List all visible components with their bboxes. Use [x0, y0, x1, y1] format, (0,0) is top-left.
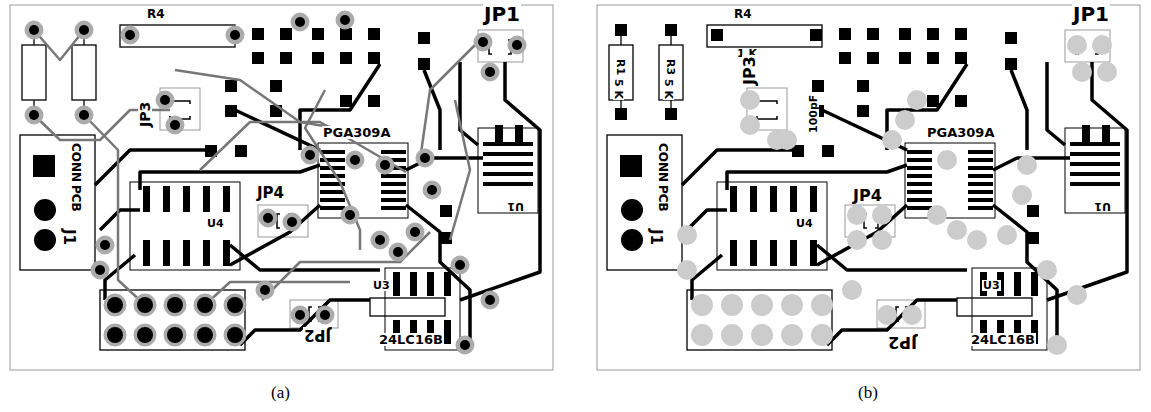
part-label: R3 — [665, 58, 676, 76]
ic-label: U1 — [1093, 201, 1112, 212]
jumper-label: JP3 — [138, 101, 152, 128]
ic-label: U3 — [372, 280, 391, 291]
jumper-label: JP4 — [256, 186, 285, 201]
part-label: R4 — [733, 8, 753, 20]
connector-label: CONN — [657, 142, 669, 183]
panel-a-board — [10, 5, 553, 370]
panel-b-board — [597, 5, 1140, 370]
jumper-label: JP3 — [742, 55, 758, 86]
panel-caption: (a) — [270, 384, 291, 401]
connector-label: PCB — [70, 184, 82, 213]
part-label: R4 — [146, 8, 166, 20]
jumper-label: JP1 — [1072, 4, 1110, 24]
panel-caption: (b) — [857, 384, 879, 401]
jumper-label: JP2 — [303, 327, 332, 342]
resistor-value: 5 K — [613, 78, 624, 100]
connector-label: PCB — [657, 184, 669, 213]
ic-label: 24LC16B — [378, 333, 444, 346]
ic-label: U1 — [506, 201, 525, 212]
part-value: 100pF — [808, 94, 819, 134]
ic-label: PGA309A — [926, 126, 995, 139]
connector-label: J1 — [61, 228, 76, 246]
part-label: R1 — [615, 58, 626, 76]
ic-label: PGA309A — [322, 126, 391, 139]
jumper-label: JP2 — [887, 334, 918, 350]
connector-label: CONN — [70, 142, 82, 183]
ic-label: 24LC16B — [970, 333, 1036, 346]
jumper-label: JP4 — [852, 188, 883, 204]
jumper-label: JP1 — [483, 4, 521, 24]
resistor-value: 5 K — [663, 78, 674, 100]
ic-label: U3 — [982, 280, 1001, 291]
connector-label: J1 — [648, 228, 663, 246]
ic-label: U4 — [795, 218, 814, 229]
ic-label: U4 — [206, 218, 225, 229]
